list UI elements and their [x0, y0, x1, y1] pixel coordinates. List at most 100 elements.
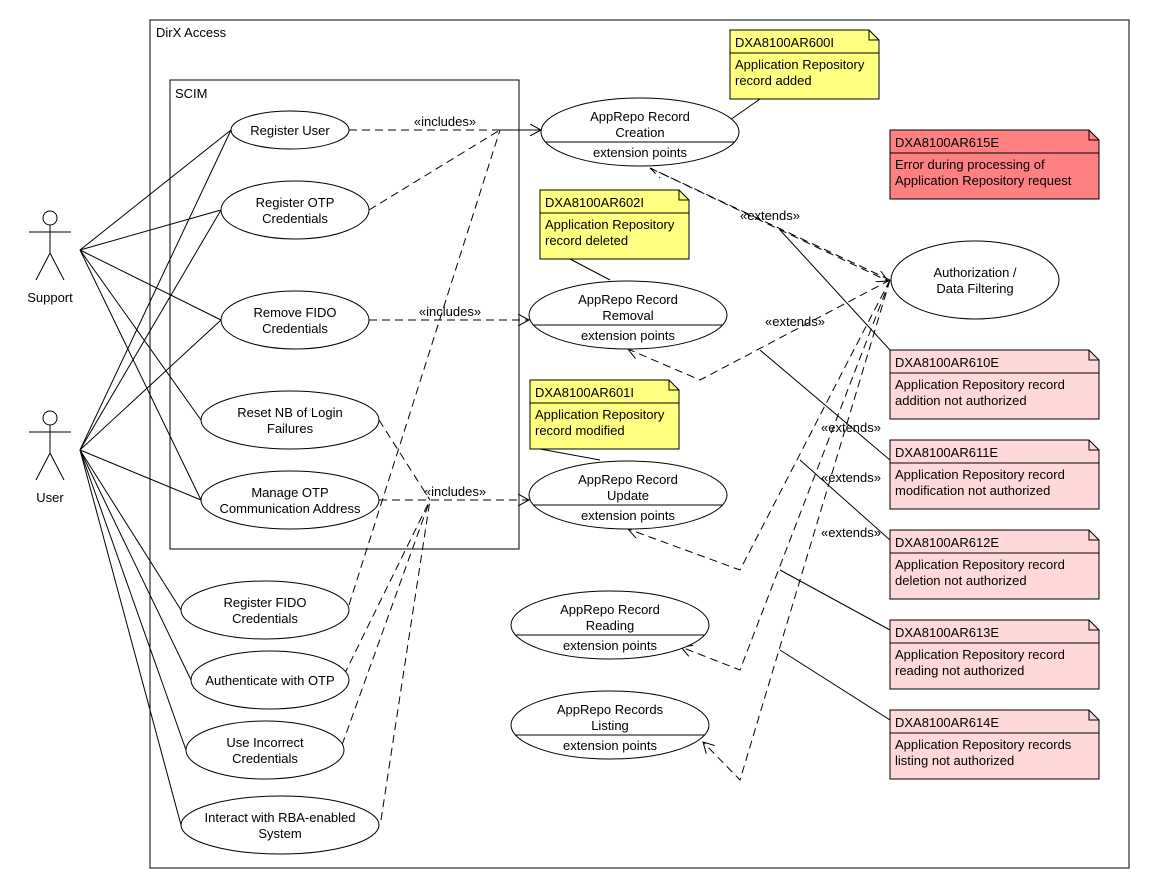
note-anchor-line	[779, 649, 891, 721]
extends-label: «extends»	[821, 420, 881, 435]
note-text: record modified	[535, 423, 625, 438]
extension-points-label: extension points	[563, 738, 657, 753]
note-fold-icon	[1088, 530, 1099, 541]
note-text: reading not authorized	[895, 663, 1024, 678]
extend-arrow	[649, 167, 888, 281]
note-fold-icon	[1088, 350, 1099, 361]
note-text: Application Repository	[535, 407, 665, 422]
extension-points-label: extension points	[581, 328, 675, 343]
extension-points-label: extension points	[593, 145, 687, 160]
extension-points-label: extension points	[581, 508, 675, 523]
use-case-label: Removal	[602, 308, 653, 323]
actor-support[interactable]: Support	[27, 210, 73, 305]
dependency-arrow	[703, 279, 891, 781]
association-line	[79, 449, 192, 681]
note-dxa8100ar600i[interactable]: DXA8100AR600I Application Repositoryrecor…	[729, 29, 880, 100]
note-code: DXA8100AR600I	[735, 35, 834, 50]
use-case-label: Update	[607, 488, 649, 503]
use-case-label: AppRepo Records	[557, 702, 664, 717]
note-dxa8100ar601i[interactable]: DXA8100AR601I Application Repositoryrecor…	[529, 379, 680, 450]
extends-label: «extends»	[765, 314, 825, 329]
use-case-label: AppRepo Record	[560, 602, 660, 617]
note-code: DXA8100AR602I	[545, 195, 644, 210]
dependency-line	[368, 129, 501, 211]
extends-label: «extends»	[821, 525, 881, 540]
use-case-label: Register User	[250, 123, 330, 138]
note-anchor-line	[779, 229, 891, 351]
association-line	[79, 449, 187, 751]
use-case-auth-otp[interactable]: Authenticate with OTP	[190, 650, 350, 710]
system-boundary-dirx-access: DirX Access	[149, 19, 1130, 869]
actor-user[interactable]: User	[29, 410, 71, 505]
association-line	[79, 449, 182, 611]
use-case-label: Listing	[591, 718, 629, 733]
note-code: DXA8100AR601I	[535, 385, 634, 400]
includes-label: «includes»	[419, 304, 481, 319]
note-anchor-line	[539, 448, 601, 461]
use-case-label: Credentials	[262, 211, 328, 226]
note-text: record added	[735, 73, 812, 88]
dependency-line	[341, 499, 431, 746]
dependency-line	[348, 129, 501, 606]
note-anchor-line	[759, 349, 891, 461]
extension-points-label: extension points	[563, 638, 657, 653]
use-case-label: Data Filtering	[936, 281, 1013, 296]
use-case-register-user[interactable]: Register User	[230, 110, 350, 150]
actor-head-icon	[42, 410, 58, 426]
association-line	[79, 449, 182, 826]
stereotype-labels: «includes»«includes»«includes»«extends»«…	[414, 114, 881, 540]
note-text: Application Repository record	[895, 647, 1065, 662]
actor-head-icon	[42, 210, 58, 226]
note-text: Application Repository record	[895, 377, 1065, 392]
use-case-label: Authenticate with OTP	[205, 673, 334, 688]
actor-label: Support	[27, 290, 73, 305]
association-line	[79, 249, 202, 501]
use-case-label: Remove FIDO	[253, 305, 336, 320]
note-code: DXA8100AR613E	[895, 625, 999, 640]
association-line	[79, 129, 232, 251]
note-code: DXA8100AR615E	[895, 135, 999, 150]
note-fold-icon	[1088, 130, 1099, 141]
subsystem-label: SCIM	[175, 86, 208, 101]
association-line	[79, 209, 222, 451]
relationships	[341, 129, 891, 821]
use-case-label: Interact with RBA-enabled	[204, 810, 355, 825]
dependency-arrow	[628, 279, 891, 571]
note-code: DXA8100AR612E	[895, 535, 999, 550]
use-case-label: Credentials	[232, 611, 298, 626]
use-case-label: Creation	[615, 125, 664, 140]
use-case-authorization[interactable]: Authorization /Data Filtering	[890, 240, 1060, 320]
note-text: Error during processing of	[895, 157, 1045, 172]
dependency-line	[649, 167, 891, 281]
note-text: modification not authorized	[895, 483, 1050, 498]
note-dxa8100ar613e[interactable]: DXA8100AR613E Application Repository reco…	[889, 619, 1100, 690]
dependency-line	[649, 167, 661, 179]
note-text: Application Repository	[735, 57, 865, 72]
use-case-label: Credentials	[262, 321, 328, 336]
use-case-label: Communication Address	[220, 501, 361, 516]
use-case-label: Reset NB of Login	[237, 405, 343, 420]
note-text: Application Repository records	[895, 737, 1072, 752]
note-text: Application Repository record	[895, 467, 1065, 482]
